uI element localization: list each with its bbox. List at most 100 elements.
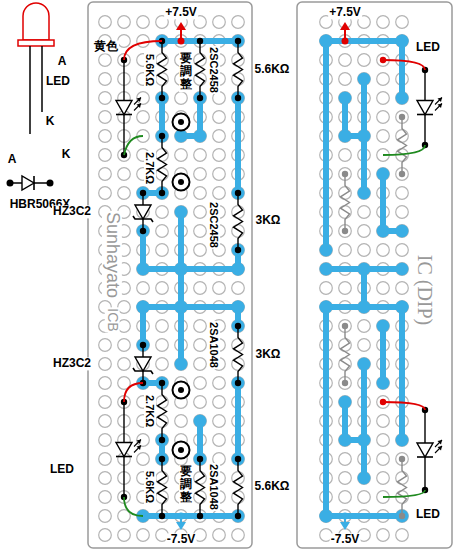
hole [118, 187, 131, 200]
adjust-note: 要調整 [179, 465, 193, 505]
hole [358, 434, 371, 447]
resistor-symbol [398, 117, 407, 174]
hole [339, 130, 352, 143]
pad [358, 73, 371, 86]
resistor-symbol [196, 459, 205, 516]
hole [320, 244, 333, 257]
trace [143, 304, 238, 310]
resistor-value: 5.6KΩ [254, 480, 291, 493]
trace [380, 326, 386, 383]
solder-dot [235, 38, 241, 44]
resistor-symbol [158, 459, 167, 516]
solder-dot [159, 456, 165, 462]
light-arrow [134, 440, 141, 447]
pad [396, 301, 409, 314]
light-arrow-head [438, 104, 443, 109]
hole [175, 415, 188, 428]
pad [358, 301, 371, 314]
light-arrow-head [438, 98, 443, 103]
lead-wire [124, 497, 143, 516]
hole [396, 206, 409, 219]
resistor-symbol [234, 326, 243, 383]
hole [377, 529, 390, 542]
light-arrow [435, 104, 442, 111]
hole [213, 282, 226, 295]
hole [377, 92, 390, 105]
hole [358, 339, 371, 352]
part-number: HZ3C2 [52, 357, 92, 370]
hole [377, 73, 390, 86]
solder-dot [140, 190, 146, 196]
solder-dot [342, 380, 348, 386]
hole [118, 16, 131, 29]
hole [194, 149, 207, 162]
transistor-center [178, 387, 184, 393]
hole [137, 16, 150, 29]
lead-wire [124, 136, 143, 155]
hole [377, 472, 390, 485]
pad [358, 472, 371, 485]
hole [339, 149, 352, 162]
pad [320, 510, 333, 523]
transistor-symbol [173, 442, 190, 459]
resistor-value: 5.6KΩ [144, 53, 156, 87]
supply-dot [178, 38, 185, 45]
supply-dot [342, 513, 349, 520]
hole [396, 529, 409, 542]
lead-wire [124, 383, 143, 402]
led-label: LED [415, 508, 441, 521]
solder-dot [197, 95, 203, 101]
solder-dot [235, 380, 241, 386]
led-rim [18, 40, 54, 46]
hole [377, 111, 390, 124]
pad [232, 263, 245, 276]
voltage-label: +7.5V [328, 6, 362, 19]
hole [99, 434, 112, 447]
trace [162, 38, 238, 44]
copper-traces [137, 35, 245, 523]
board-drawing [7, 2, 453, 548]
hole [213, 529, 226, 542]
resistor-value: 3KΩ [255, 214, 282, 227]
light-arrow [134, 98, 141, 105]
hole [213, 187, 226, 200]
resistor-value: 2.7KΩ [144, 151, 156, 185]
light-arrow-head [438, 446, 443, 451]
led-label: LED [45, 75, 71, 88]
pad [396, 35, 409, 48]
hole [358, 187, 371, 200]
solder-dot [342, 323, 348, 329]
light-arrow-head [137, 440, 142, 445]
led-dome [23, 3, 49, 40]
pad [396, 225, 409, 238]
hole [396, 434, 409, 447]
supply-arrow-head [340, 22, 350, 30]
diode-body [417, 101, 433, 115]
pad [320, 35, 333, 48]
hole [339, 472, 352, 485]
resistor-symbol [196, 41, 205, 98]
hole [377, 225, 390, 238]
hole [358, 491, 371, 504]
watermark: Sunhayato [102, 211, 122, 299]
pad [358, 187, 371, 200]
hole [99, 92, 112, 105]
pin-label: A [57, 55, 68, 68]
hole [99, 149, 112, 162]
light-arrow-head [137, 98, 142, 103]
hole [99, 415, 112, 428]
hole [156, 206, 169, 219]
copper-traces [320, 35, 409, 523]
pad [339, 396, 352, 409]
pad [320, 301, 333, 314]
resistor-value: 5.6KΩ [144, 470, 156, 504]
solder-dot [399, 114, 405, 120]
lead-wire [383, 490, 425, 497]
hole [396, 16, 409, 29]
hole [358, 244, 371, 257]
hole [99, 510, 112, 523]
solder-dot [235, 247, 241, 253]
hole [99, 491, 112, 504]
hole [194, 225, 207, 238]
hole [137, 263, 150, 276]
